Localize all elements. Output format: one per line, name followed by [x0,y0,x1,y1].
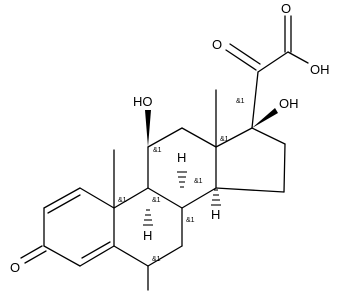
ring-c [147,127,217,209]
stereo-label-c6: &1 [152,256,161,263]
acid-carbonyl-oxygen-label: O [281,1,291,16]
acid-oh-bond [287,51,309,64]
stereo-label-c10: &1 [118,197,127,204]
c9-h-hash [143,209,153,226]
oxo-double-bond [225,49,257,71]
c20-c21-bond [257,51,289,73]
stereo-label-c11: &1 [153,147,162,154]
ring-b [113,187,183,267]
ketone-double-bond [20,245,43,259]
acid-hydroxyl-label: OH [310,62,330,77]
stereo-label-c13: &1 [220,136,229,143]
c14-hydrogen-label: H [211,207,220,222]
c17-hydroxyl-label: OH [279,96,299,111]
stereo-label-c17: &1 [236,98,245,105]
c17-oh-wedge [252,108,278,128]
c8-hydrogen-label: H [177,150,186,165]
stereo-label-c9: &1 [152,197,161,204]
stereo-label-c8: &1 [186,217,195,224]
c8-h-hash [177,171,187,188]
ketone-oxygen-label: O [10,260,20,275]
ketone-double-bond-2 [24,250,47,264]
c11-oh-wedge [145,110,151,147]
c11-hydroxyl-label: HO [133,94,153,109]
ring-a [43,187,115,267]
ring-d [215,127,286,193]
c9-hydrogen-label: H [143,228,152,243]
c17-side-chain-bond [251,71,259,129]
c14-h-hash [211,189,221,206]
oxo-oxygen-label: O [212,37,222,52]
oxo-double-bond-2 [229,43,261,65]
stereo-label-c14: &1 [194,178,203,185]
